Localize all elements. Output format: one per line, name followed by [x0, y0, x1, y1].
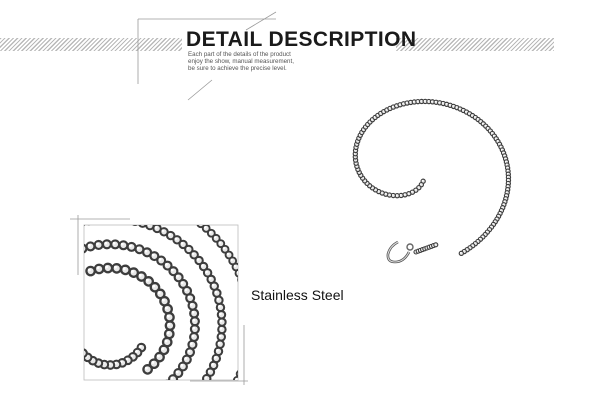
subtitle-line: be sure to achieve the precise level.: [188, 65, 287, 73]
header-hatch-left: [0, 38, 182, 51]
lobster-clasp: [386, 240, 414, 264]
necklace-product-image: [352, 98, 512, 264]
chain-closeup: [84, 225, 238, 380]
page-subtitle: Each part of the details of the product …: [188, 51, 294, 73]
material-caption: Stainless Steel: [251, 287, 344, 303]
page-title: DETAIL DESCRIPTION: [186, 28, 417, 51]
detail-closeup-image: [70, 215, 248, 385]
subtitle-line: enjoy the show, manual measurement,: [188, 58, 294, 66]
subtitle-line: Each part of the details of the product: [188, 51, 291, 58]
header-hatch-right: [396, 38, 554, 51]
chain-spiral: [352, 98, 512, 257]
